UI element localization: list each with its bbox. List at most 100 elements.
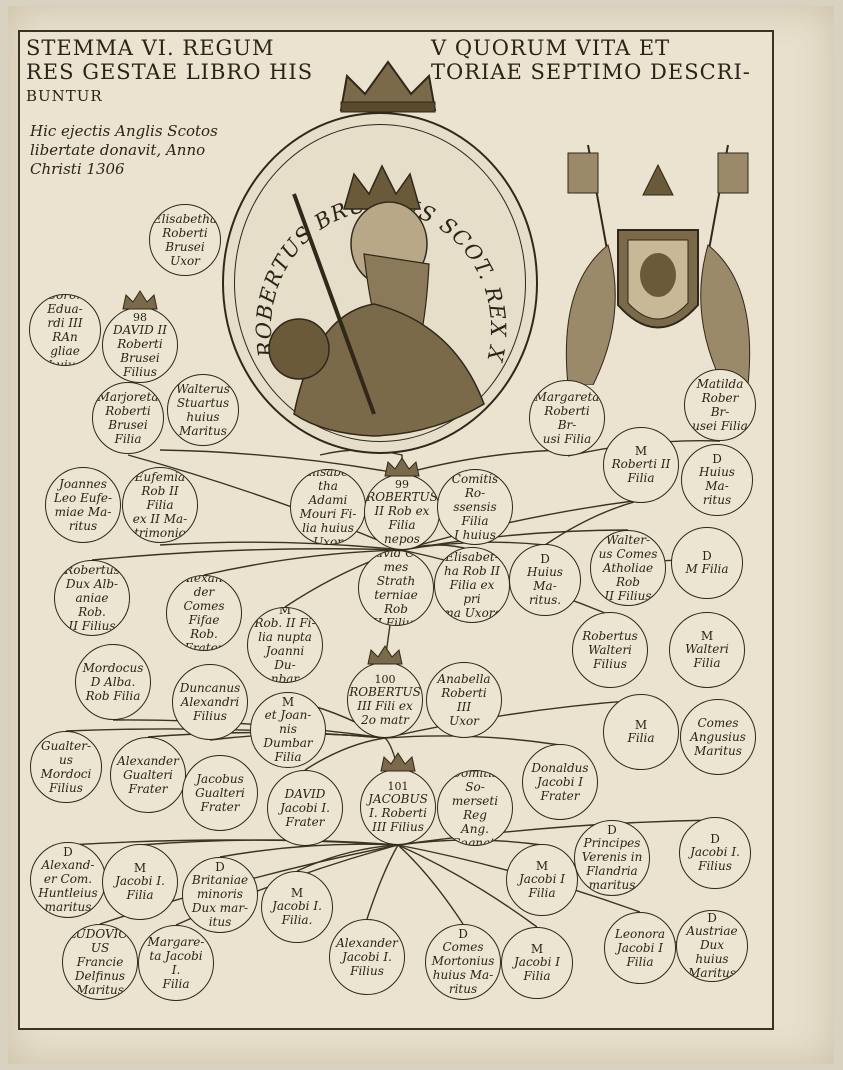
person-label: Margare- ta Jacobi I. Filia [147, 935, 205, 991]
person-label: Elisabe- tha Adami Mouri Fi- lia huius U… [299, 469, 357, 545]
connector-line [91, 548, 403, 561]
person-medallion-n16[interactable]: Alexan- der Comes Fifae Rob. Frater [166, 575, 242, 651]
person-medallion-n15[interactable]: Robertus Dux Alb- aniae Rob. II Filius [54, 560, 130, 636]
connector-line [159, 449, 403, 475]
person-medallion-n26[interactable]: Robertus Walteri Filius [572, 612, 648, 688]
connector-line [112, 719, 386, 739]
person-label: Alexan- der Comes Fifae Rob. Frater [181, 575, 227, 651]
person-medallion-n23[interactable]: Mordocus D Alba. Rob Filia [75, 644, 151, 720]
sex-letter: D [702, 549, 712, 563]
person-medallion-n35[interactable]: DAVID Jacobi I. Frater [267, 770, 343, 846]
sex-letter: M [290, 886, 304, 900]
person-medallion-n49[interactable]: Margare- ta Jacobi I. Filia [138, 925, 214, 1001]
person-medallion-n12[interactable]: Eufemia Comitis Ro- ssensis Filia I huiu… [437, 469, 513, 545]
person-label: Elisabetha Roberti Brusei Uxor [152, 212, 218, 268]
person-label: Jacobi I Filia [514, 955, 560, 983]
person-label: Leonora Jacobi I Filia [614, 927, 666, 969]
person-medallion-n6[interactable]: Margareta Roberti Br- usi Filia [529, 380, 605, 456]
person-medallion-n17[interactable]: David Co- mes Strath terniae Rob II Fili… [358, 550, 434, 626]
person-medallion-n25[interactable]: Anabella Roberti III Uxor [426, 662, 502, 738]
connector-line [366, 844, 399, 920]
person-medallion-n46[interactable]: Leonora Jacobi I Filia [604, 912, 676, 984]
person-label: ROBERTUS III Fili ex 2o matr [349, 684, 421, 727]
person-medallion-n37[interactable]: Joannes Comitis So- merseti Reg Ang. Cog… [437, 770, 513, 846]
person-label: Jacobus Gualteri Frater [195, 772, 245, 814]
person-medallion-n20[interactable]: Walter- us Comes Atholiae Rob II Filius [590, 530, 666, 606]
person-label: David Co- mes Strath terniae Rob II Fili… [366, 550, 426, 626]
person-label: Walterus Stuartus huius Maritus [176, 382, 230, 438]
person-medallion-n2[interactable]: Joanna Soror Edua- rdi III RAn gliae hui… [29, 294, 101, 366]
person-label: Joanna Soror Edua- rdi III RAn gliae hui… [47, 294, 83, 366]
connector-line [304, 737, 386, 771]
sex-letter: M [634, 444, 648, 458]
person-medallion-n10[interactable]: Elisabe- tha Adami Mouri Fi- lia huius U… [290, 469, 366, 545]
person-medallion-n9[interactable]: Eufemia Rob II Filia ex II Ma- trimonio [122, 467, 198, 543]
sex-letter: D [63, 845, 73, 859]
connector-line [544, 499, 642, 546]
person-medallion-n32[interactable]: Gualter- us Mordoci Filius [30, 731, 102, 803]
sex-letter: M [278, 607, 292, 617]
person-label: Elisabet- ha Rob II Filia ex pri ma Uxor… [442, 550, 502, 620]
note-line-2: libertate donavit, Anno [30, 141, 206, 159]
connector-line [219, 843, 399, 858]
title-line-1a: Stemma VI. Regum [26, 36, 275, 60]
person-medallion-n33[interactable]: Alexander Gualteri Frater [110, 737, 186, 813]
person-label: Matilda Rober Br- usei Filia [692, 377, 748, 433]
person-medallion-n7[interactable]: Matilda Rober Br- usei Filia [684, 369, 756, 441]
person-label: M Filia [685, 562, 729, 576]
person-label: Robertus Walteri Filius [582, 629, 638, 671]
portrait-medallion: ROBERTUS BRUSEUS SCOT. REX XCVII [222, 112, 538, 454]
person-medallion-n28[interactable]: Duncanus Alexandri Filius [172, 664, 248, 740]
person-label: Alexand- er Com. Huntleius maritus [38, 858, 98, 914]
person-label: Jacobi I. Filia [115, 874, 165, 902]
note-line-1: Hic ejectis Anglis Scotos [30, 122, 218, 140]
person-medallion-n4[interactable]: Marjoreta Roberti Brusei Filia [92, 382, 164, 454]
sex-letter: D [607, 823, 617, 837]
person-medallion-n50[interactable]: Alexander Jacobi I. Filius [329, 919, 405, 995]
reign-number: 98 [132, 310, 147, 324]
person-label: Alexander Jacobi I. Filius [336, 936, 398, 978]
person-label: Jacobi I. Filia. [272, 899, 322, 927]
person-medallion-n5[interactable]: Walterus Stuartus huius Maritus [167, 374, 239, 446]
person-label: Joannes Leo Eufe- miae Ma- ritus [53, 477, 113, 533]
person-medallion-n48[interactable]: LUDOVIC- US Francie Delfinus Maritus [62, 924, 138, 1000]
person-label: Joannes Comitis So- merseti Reg Ang. Cog… [451, 770, 499, 846]
person-medallion-n1[interactable]: Elisabetha Roberti Brusei Uxor [149, 204, 221, 276]
connector-line [401, 499, 642, 551]
connector-line [397, 819, 716, 846]
king-portrait-icon: ROBERTUS BRUSEUS SCOT. REX XCVII [224, 114, 509, 437]
person-medallion-n8[interactable]: Joannes Leo Eufe- miae Ma- ritus [45, 467, 121, 543]
royal-arms-icon [565, 144, 751, 385]
person-medallion-n34[interactable]: Jacobus Gualteri Frater [182, 755, 258, 831]
person-label: Alexander Gualteri Frater [117, 754, 179, 796]
person-medallion-n38[interactable]: Donaldus Jacobi I Frater [522, 744, 598, 820]
dedication-note: Hic ejectis Anglis Scotos libertate dona… [30, 122, 250, 179]
connector-line [384, 699, 642, 739]
title-line-2b: toriae septimo descri- [431, 60, 751, 84]
person-label: Duncanus Alexandri Filius [179, 681, 241, 723]
person-medallion-n18[interactable]: Elisabet- ha Rob II Filia ex pri ma Uxor… [434, 547, 510, 623]
person-medallion-n31[interactable]: Comes Angusius Maritus [680, 699, 756, 775]
